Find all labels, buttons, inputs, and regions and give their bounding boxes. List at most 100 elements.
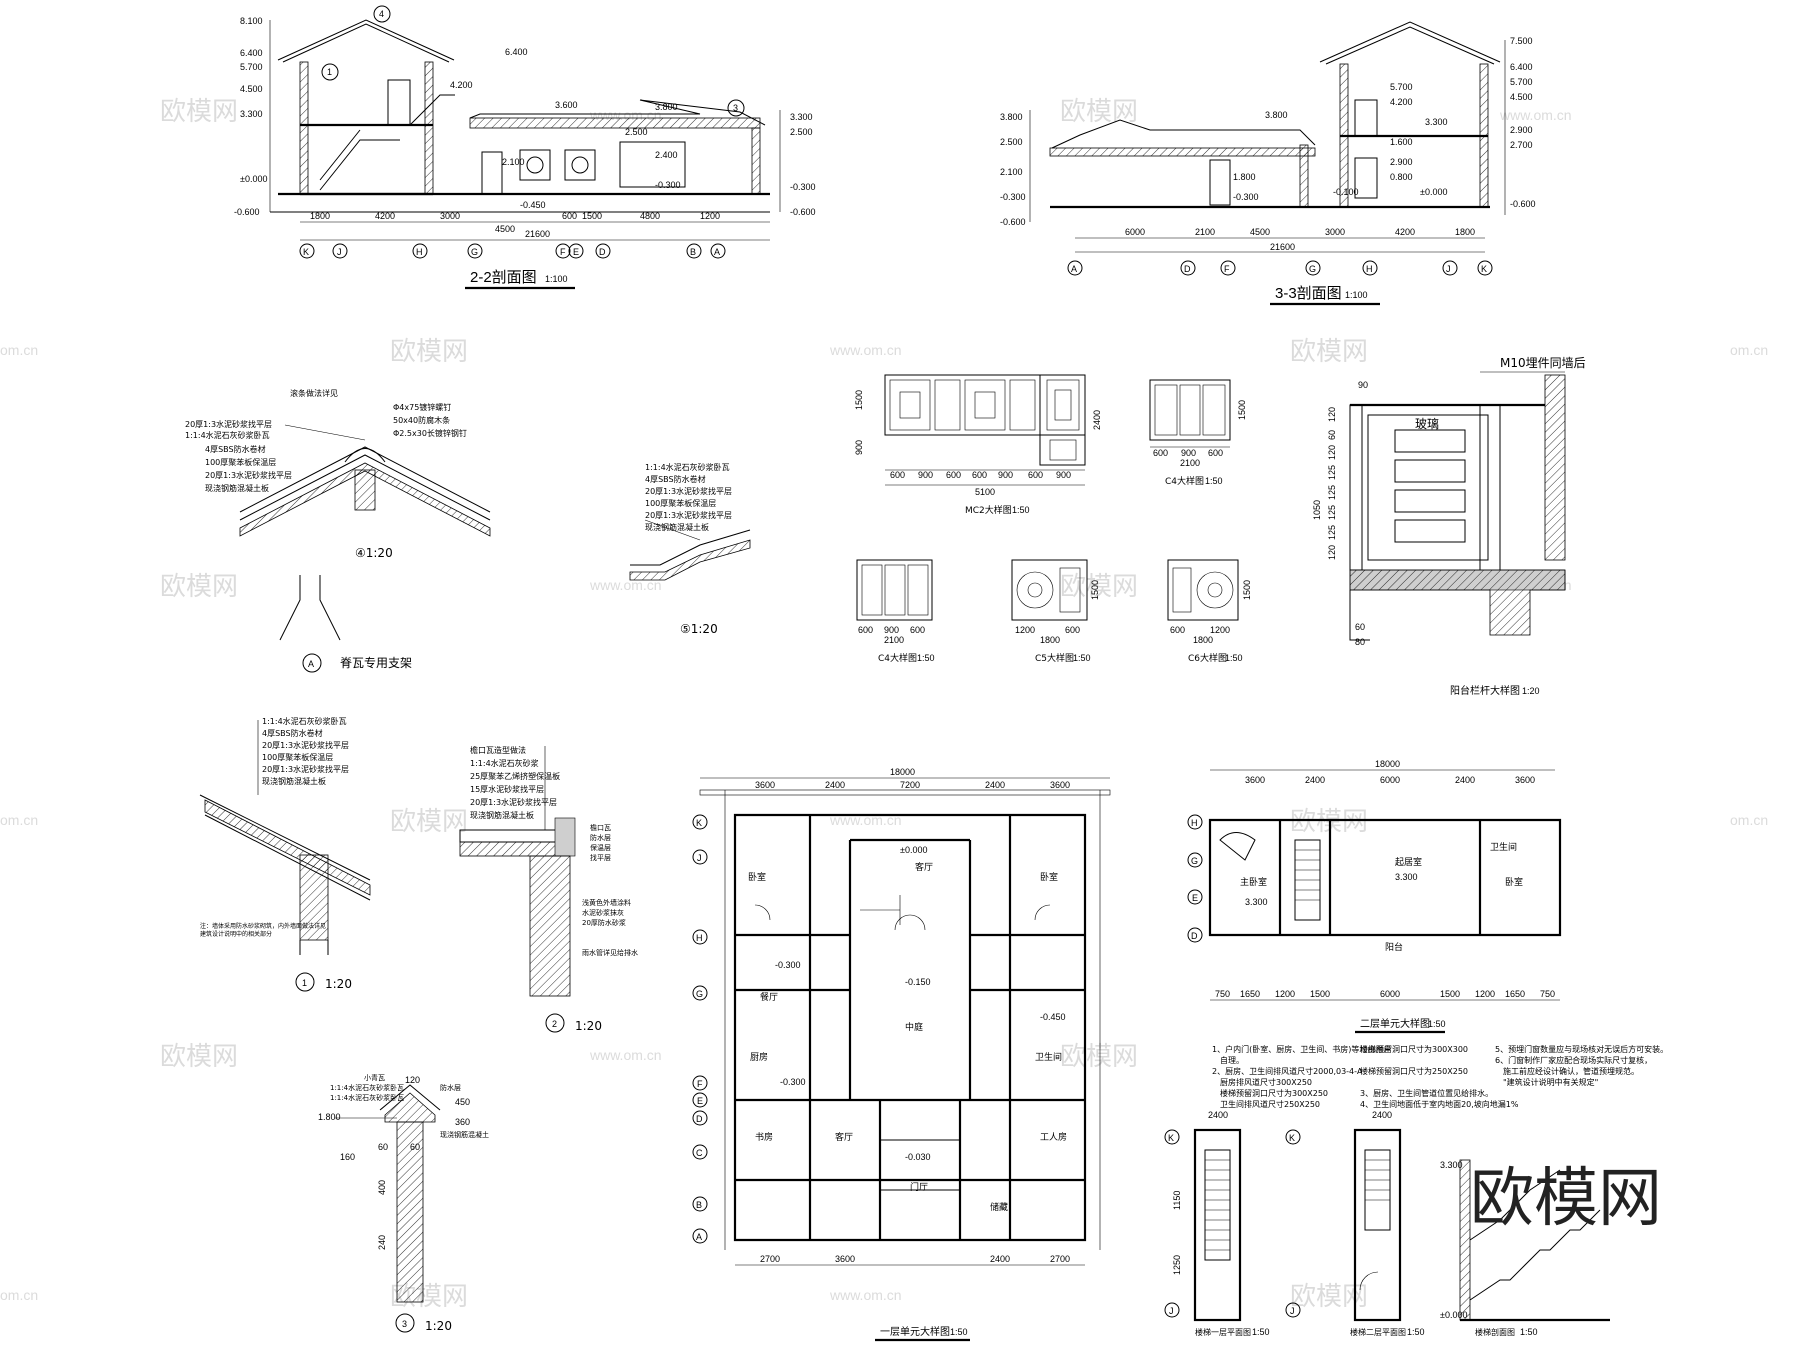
svg-text:卧室: 卧室 [1505,876,1523,887]
svg-text:-0.600: -0.600 [234,207,260,217]
svg-text:0.800: 0.800 [1390,172,1413,182]
svg-text:1:50: 1:50 [1407,1327,1425,1337]
svg-text:4厚SBS防水卷材: 4厚SBS防水卷材 [262,728,323,738]
svg-text:2100: 2100 [884,635,904,645]
svg-text:K: K [1289,1133,1295,1143]
svg-text:125: 125 [1327,485,1337,500]
svg-text:1:20: 1:20 [1522,686,1540,696]
svg-text:2.500: 2.500 [790,127,813,137]
detail-3-wall-cap: 小青瓦 1:1:4水泥石灰砂浆卧瓦 1:1:4水泥石灰砂浆卧瓦 1.800 12… [318,1073,489,1333]
svg-text:160: 160 [340,1152,355,1162]
watermark-url-short: om.cn [1730,812,1768,828]
svg-text:2400: 2400 [990,1254,1010,1264]
svg-text:2.100: 2.100 [1000,167,1023,177]
watermark-logo: 欧模网 [160,97,238,127]
svg-text:21600: 21600 [525,229,550,239]
svg-text:±0.000: ±0.000 [1420,187,1447,197]
svg-text:1800: 1800 [1040,635,1060,645]
svg-text:H: H [1191,818,1198,828]
svg-text:600: 600 [1208,448,1223,458]
svg-text:4: 4 [379,9,384,19]
svg-text:90: 90 [1358,380,1368,390]
svg-text:1.800: 1.800 [318,1112,341,1122]
svg-text:240: 240 [377,1235,387,1250]
svg-text:楼梯预留洞口尺寸为250X250: 楼梯预留洞口尺寸为250X250 [1360,1066,1468,1076]
svg-text:3600: 3600 [1245,775,1265,785]
svg-text:卫生间排风道尺寸250X250: 卫生间排风道尺寸250X250 [1220,1099,1320,1109]
ground-floor-levels: ±0.000 -0.300 -0.150 -0.450 -0.030 -0.30… [775,845,1066,1162]
svg-text:1:20: 1:20 [425,1319,452,1333]
svg-text:1:50: 1:50 [950,1327,968,1337]
svg-text:找平层: 找平层 [590,853,611,862]
svg-text:5、预埋门窗数量应与现场核对无误后方可安装。: 5、预埋门窗数量应与现场核对无误后方可安装。 [1495,1044,1668,1054]
svg-text:1650: 1650 [1505,989,1525,999]
svg-text:8.100: 8.100 [240,16,263,26]
svg-text:4500: 4500 [1250,227,1270,237]
detail-4-ridge: 20厚1:3水泥砂浆找平层 1:1:4水泥石灰砂浆卧瓦 4厚SBS防水卷材 10… [185,388,491,560]
svg-text:1200: 1200 [1475,989,1495,999]
svg-text:2400: 2400 [1305,775,1325,785]
svg-text:工人房: 工人房 [1040,1131,1067,1142]
svg-text:900: 900 [1056,470,1071,480]
svg-text:25厚聚苯乙烯挤塑保温板: 25厚聚苯乙烯挤塑保温板 [470,771,560,781]
watermark-url-short: om.cn [1730,342,1768,358]
detail-5-gutter: 1:1:4水泥石灰砂浆卧瓦 4厚SBS防水卷材 20厚1:3水泥砂浆找平层 10… [629,462,751,636]
svg-text:厨房排风道尺寸300X250: 厨房排风道尺寸300X250 [1220,1077,1312,1087]
svg-text:1800: 1800 [1455,227,1475,237]
svg-text:1:1:4水泥石灰砂浆卧瓦: 1:1:4水泥石灰砂浆卧瓦 [330,1093,404,1102]
svg-text:现浇钢筋混凝土板: 现浇钢筋混凝土板 [262,776,326,786]
svg-text:4.200: 4.200 [450,80,473,90]
svg-text:G: G [696,989,703,999]
svg-text:1500: 1500 [1310,989,1330,999]
svg-text:餐厅: 餐厅 [760,991,778,1002]
watermark-logo: 欧模网 [160,1042,238,1072]
svg-text:建筑设计说明中的相关部分: 建筑设计说明中的相关部分 [200,930,272,938]
svg-text:F: F [560,247,566,257]
svg-text:1.600: 1.600 [1390,137,1413,147]
svg-text:1150: 1150 [1172,1191,1182,1210]
svg-text:H: H [696,933,703,943]
svg-text:1:20: 1:20 [575,1019,602,1033]
svg-text:600: 600 [858,625,873,635]
svg-text:3.800: 3.800 [1000,112,1023,122]
svg-text:7200: 7200 [900,780,920,790]
svg-text:施工前应经设计确认，管道预埋规范。: 施工前应经设计确认，管道预埋规范。 [1503,1066,1639,1076]
svg-text:1:100: 1:100 [545,274,568,284]
svg-text:2: 2 [552,1019,557,1029]
svg-text:J: J [1169,1306,1174,1316]
plan-title: 一层单元大样图 [880,1325,950,1338]
svg-text:⑤1:20: ⑤1:20 [680,622,718,636]
svg-text:防水层: 防水层 [440,1083,461,1092]
svg-text:3.300: 3.300 [1245,897,1268,907]
svg-text:脊瓦专用支架: 脊瓦专用支架 [340,655,412,670]
svg-text:A: A [696,1232,702,1242]
svg-text:5.700: 5.700 [1390,82,1413,92]
svg-text:厨房: 厨房 [750,1051,768,1062]
svg-text:100厚聚苯板保温层: 100厚聚苯板保温层 [645,498,716,508]
svg-text:20厚1:3水泥砂浆找平层: 20厚1:3水泥砂浆找平层 [205,470,292,480]
window-c6: 600 1200 1800 1500 C6大样图 1:50 [1167,559,1252,664]
svg-text:4200: 4200 [375,211,395,221]
svg-text:自理。: 自理。 [1220,1055,1244,1065]
svg-text:K: K [696,818,702,828]
railing-dim-chain: 120 60 120 125 125 125 125 120 [1327,407,1337,560]
svg-text:楼梯一层平面图: 楼梯一层平面图 [1195,1327,1251,1337]
svg-text:±0.000: ±0.000 [240,174,267,184]
svg-text:-0.450: -0.450 [1040,1012,1066,1022]
svg-text:20厚1:3水泥砂浆找平层: 20厚1:3水泥砂浆找平层 [185,419,272,429]
svg-text:卧室: 卧室 [1040,871,1058,882]
brand-logo: 欧模网 [1470,1162,1662,1236]
svg-text:20厚1:3水泥砂浆找平层: 20厚1:3水泥砂浆找平层 [262,764,349,774]
svg-text:阳台: 阳台 [1385,941,1403,952]
svg-text:C4大样图: C4大样图 [878,652,917,664]
svg-text:B: B [690,247,696,257]
svg-text:D: D [696,1114,703,1124]
svg-text:-0.450: -0.450 [520,200,546,210]
svg-text:4、卫生间地面低于室内地面20,坡向地漏1%: 4、卫生间地面低于室内地面20,坡向地漏1% [1360,1099,1519,1109]
svg-text:900: 900 [854,440,864,455]
svg-text:现浇钢筋混凝土板: 现浇钢筋混凝土板 [645,522,709,532]
svg-text:K: K [303,247,309,257]
watermark-url: www.om.cn [829,342,902,358]
svg-text:E: E [573,247,579,257]
